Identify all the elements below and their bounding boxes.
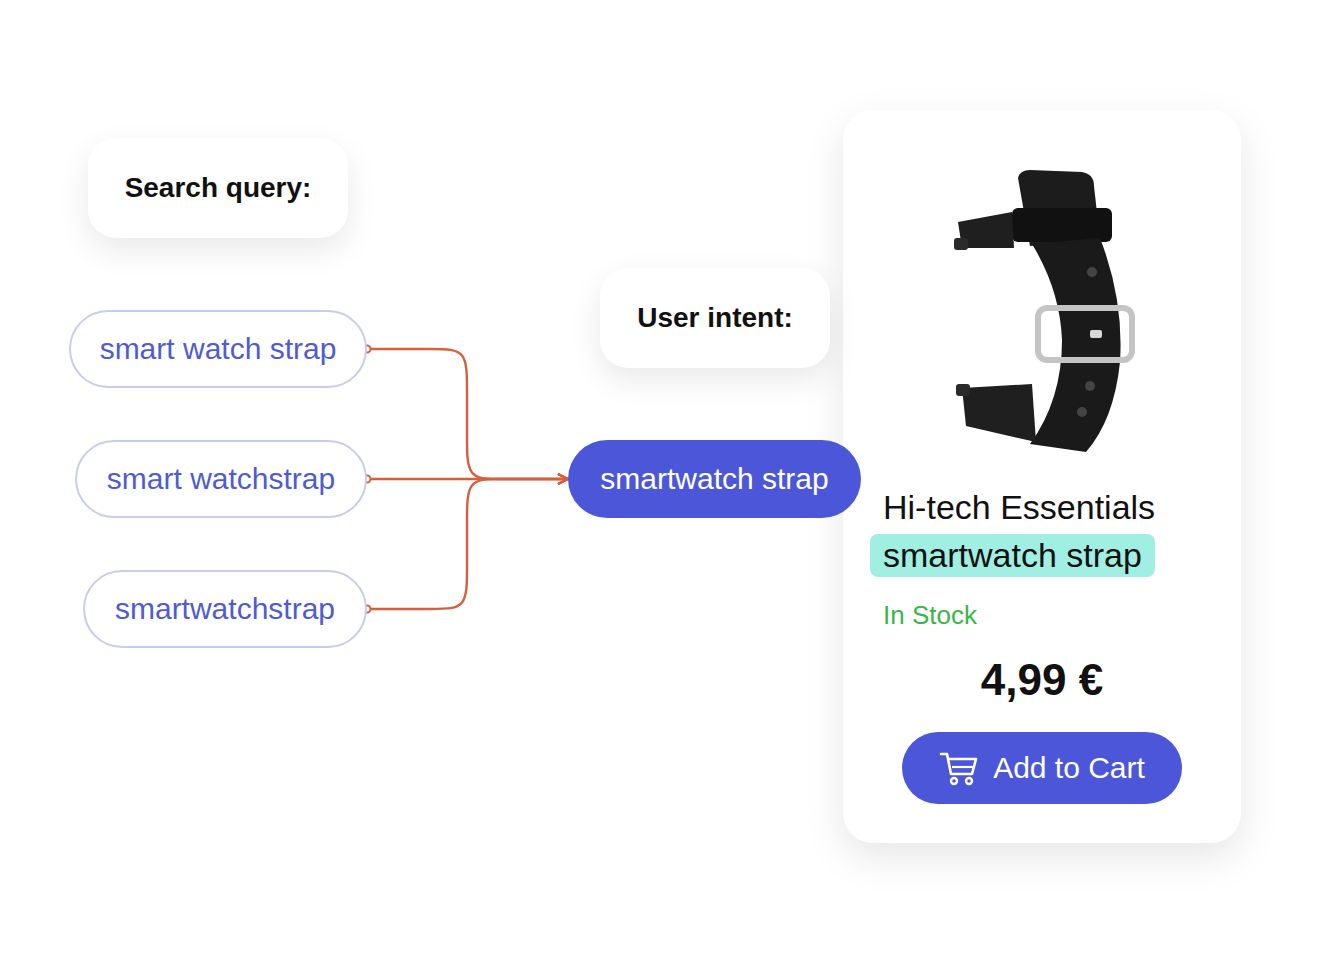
- node-text: Add to Cart: [993, 751, 1145, 785]
- cart-icon: [939, 748, 979, 788]
- intent-pill: smartwatch strap: [568, 440, 861, 518]
- node-text: Search query:: [125, 172, 312, 204]
- stock-status: In Stock: [883, 600, 977, 631]
- node-text: smart watchstrap: [107, 462, 335, 496]
- heading-box: Search query:: [88, 138, 348, 238]
- node-text: smart watch strap: [100, 332, 337, 366]
- add-to-cart-button: Add to Cart: [902, 732, 1182, 804]
- node-text: smartwatch strap: [600, 462, 828, 496]
- query-pill: smartwatchstrap: [83, 570, 367, 648]
- price: 4,99 €: [843, 655, 1241, 705]
- heading-box: User intent:: [600, 268, 830, 368]
- merge-connector: [367, 349, 568, 479]
- product-name: smartwatch strap: [870, 534, 1155, 577]
- merge-connector: [367, 479, 568, 609]
- query-pill: smart watchstrap: [75, 440, 367, 518]
- brand-name: Hi-tech Essentials: [883, 488, 1155, 527]
- node-text: smartwatchstrap: [115, 592, 335, 626]
- node-text: User intent:: [637, 302, 793, 334]
- watch-strap-image: [940, 160, 1150, 460]
- product-card: Add to Cart Hi-tech Essentials smartwatch …: [843, 110, 1241, 843]
- query-pill: smart watch strap: [69, 310, 367, 388]
